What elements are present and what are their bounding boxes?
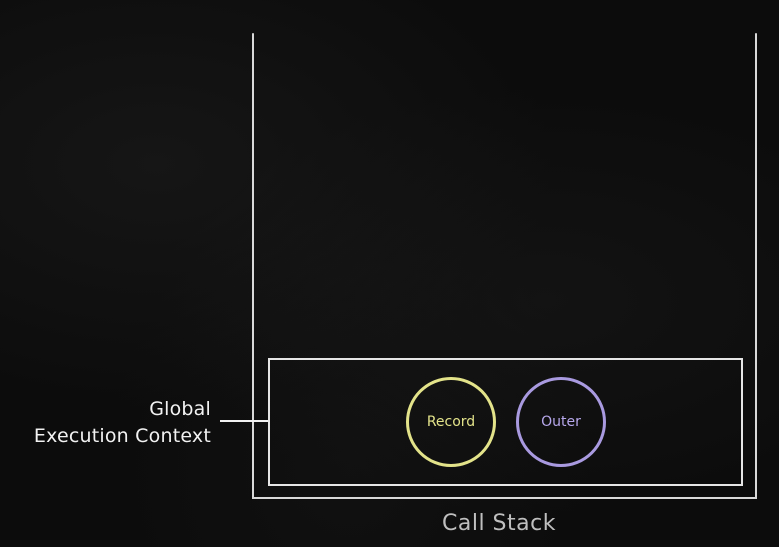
gec-label-line1: Global (149, 398, 211, 420)
gec-label-line2: Execution Context (33, 425, 211, 447)
outer-label: Outer (541, 414, 581, 430)
call-stack-title: Call Stack (442, 511, 556, 536)
record-label: Record (426, 414, 476, 430)
record-circle: Record (406, 377, 496, 467)
call-stack-right-wall (755, 33, 757, 499)
outer-circle: Outer (516, 377, 606, 467)
global-execution-context-label: Global Execution Context (34, 396, 211, 450)
call-stack-left-wall (252, 33, 254, 499)
label-connector-line (220, 420, 268, 422)
call-stack-floor (252, 497, 757, 499)
global-execution-context-frame: Record Outer (268, 358, 743, 486)
